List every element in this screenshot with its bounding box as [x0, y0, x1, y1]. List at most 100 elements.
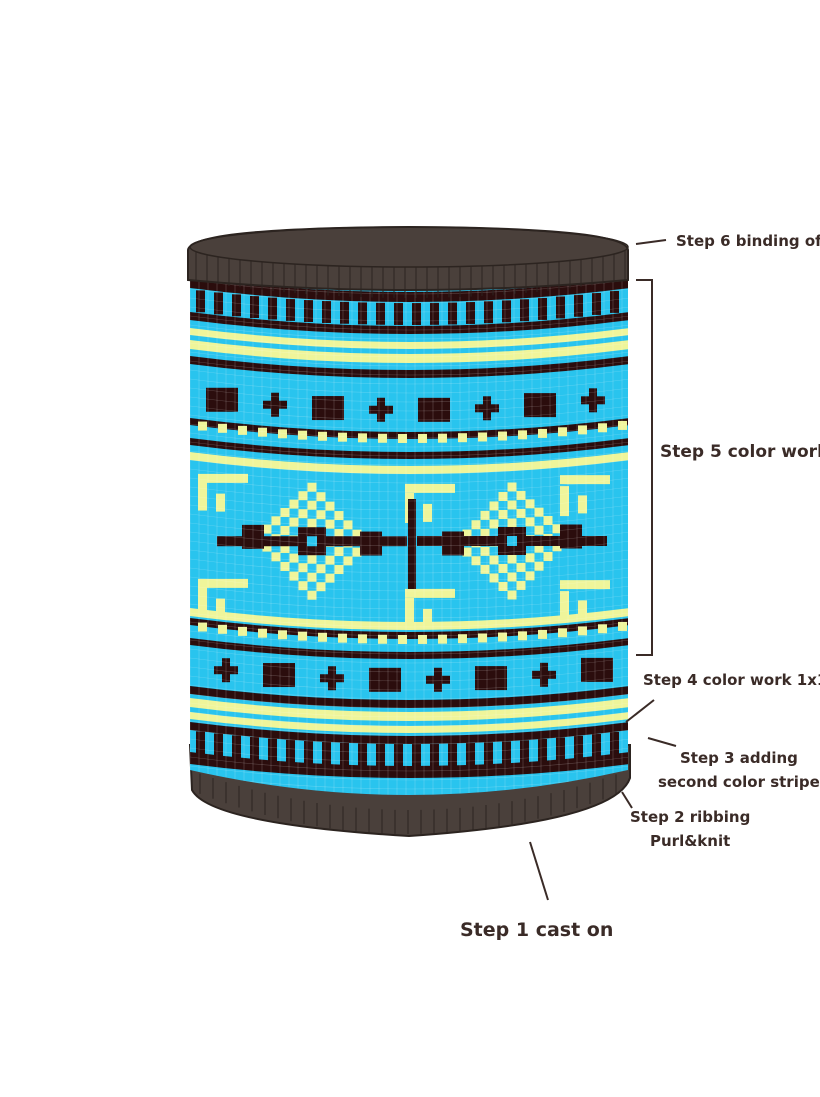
diamond-stitch	[462, 529, 472, 539]
grid-line	[190, 297, 628, 313]
rect-motif	[263, 663, 295, 688]
grid-line	[190, 639, 628, 655]
rect-motif	[206, 387, 238, 412]
vertical-bar	[592, 292, 601, 315]
grid-line	[190, 684, 628, 700]
corner-step	[198, 585, 207, 616]
grid-line	[190, 675, 628, 691]
rect-motif	[524, 393, 556, 418]
vertical-bar	[430, 302, 439, 325]
step4-pointer	[625, 699, 655, 723]
diamond-stitch	[334, 565, 344, 575]
diamond-stitch	[489, 501, 499, 511]
diamond-stitch	[534, 525, 544, 535]
grid-line	[190, 459, 628, 475]
yellow-dot	[258, 427, 267, 437]
yellow-dot	[478, 633, 487, 643]
diamond-stitch	[343, 556, 353, 566]
diamond-stitch	[307, 590, 317, 600]
vertical-bar	[214, 733, 223, 758]
vertical-bar	[232, 735, 241, 760]
yellow-dot	[618, 420, 627, 430]
diamond-stitch	[280, 561, 290, 571]
step1-label: Step 1 cast on	[460, 919, 613, 941]
diamond-stitch	[307, 482, 317, 492]
vertical-bar	[610, 290, 619, 313]
vertical-bar	[268, 297, 277, 320]
diamond-stitch	[480, 546, 490, 556]
corner-step	[560, 580, 610, 590]
grid-line	[190, 630, 628, 646]
diamond-stitch	[516, 508, 526, 518]
grid-line	[190, 720, 628, 736]
grid-line	[190, 468, 628, 484]
yellow-dot	[518, 430, 527, 440]
yellow-dot	[578, 425, 587, 435]
diamond-stitch	[325, 519, 335, 529]
corner-step	[198, 480, 207, 511]
vertical-bar	[538, 297, 547, 320]
step6-pointer	[635, 239, 667, 245]
yellow-dot	[598, 624, 607, 634]
vertical-bar	[574, 735, 583, 760]
grid-line	[190, 612, 628, 628]
corner-step	[423, 503, 432, 522]
yellow-dot	[238, 626, 247, 636]
corner-step	[198, 473, 248, 483]
yellow-dot	[218, 423, 227, 433]
grid-line	[190, 486, 628, 502]
step5-bracket	[636, 279, 653, 656]
diamond-stitch	[307, 554, 317, 564]
vertical-bar	[412, 302, 421, 325]
top-border-stripe	[190, 278, 628, 302]
diamond-stitch	[343, 520, 353, 530]
vertical-bar	[340, 301, 349, 324]
diamond-stitch	[325, 555, 335, 565]
yellow-stripe	[190, 698, 628, 721]
diamond-stitch	[498, 563, 508, 573]
corner-step	[578, 495, 587, 514]
grid-line	[190, 567, 628, 583]
diamond-stitch	[352, 529, 362, 539]
grid-line	[190, 378, 628, 394]
grid-line	[190, 342, 628, 358]
diamond-stitch	[280, 507, 290, 517]
vertical-bar	[340, 742, 349, 767]
annotation-lines	[529, 239, 677, 901]
diamond-stitch	[534, 561, 544, 571]
vertical-bar	[592, 733, 601, 758]
plus-motif	[377, 397, 385, 422]
step3-label-line1: Step 3 adding	[680, 749, 798, 767]
vertical-bar	[304, 300, 313, 323]
diamond-stitch	[534, 543, 544, 553]
vertical-bar	[502, 300, 511, 323]
colorwork-body	[190, 278, 628, 795]
step1-pointer	[529, 841, 549, 901]
vertical-bar	[214, 292, 223, 315]
corner-step	[405, 588, 455, 598]
vertical-bar	[286, 298, 295, 321]
yellow-dot	[418, 634, 427, 644]
grid-line	[190, 315, 628, 331]
yellow-stripe	[190, 712, 628, 733]
rect-motif	[312, 396, 344, 421]
yellow-dot	[358, 634, 367, 644]
plus-motif	[434, 667, 442, 692]
diamond-stitch	[271, 516, 281, 526]
yellow-dot	[558, 427, 567, 437]
diamond-stitch	[480, 528, 490, 538]
diamond-stitch	[498, 491, 508, 501]
vertical-bar	[322, 741, 331, 766]
vertical-bar	[358, 743, 367, 768]
yellow-dot	[418, 433, 427, 443]
diamond-stitch	[507, 590, 517, 600]
dark-stripe	[190, 438, 628, 459]
step6-label: Step 6 binding off	[676, 232, 820, 250]
plus-motif	[222, 658, 230, 683]
vertical-bar	[250, 737, 259, 762]
diamond-stitch	[325, 573, 335, 583]
grid-line	[190, 711, 628, 727]
grid-line	[190, 450, 628, 466]
step2-label-line1: Step 2 ribbing	[630, 808, 750, 826]
diamond-stitch	[280, 543, 290, 553]
